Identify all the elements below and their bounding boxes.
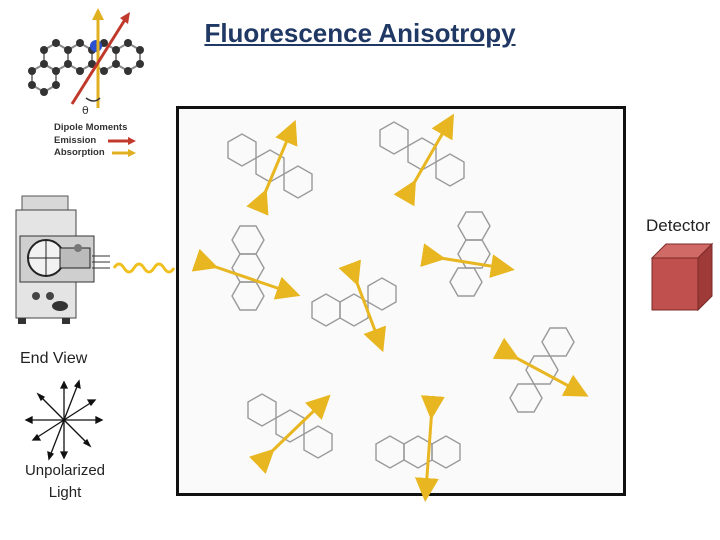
molecule-8 [376,436,460,468]
molecule-4 [312,278,396,326]
detector-label: Detector [646,216,710,236]
dipole-arrow-4 [434,257,503,268]
molecule-1 [228,134,312,198]
dipole-arrow-1 [262,131,291,200]
dipole-arrow-8 [426,408,432,490]
molecule-3 [232,226,264,310]
molecule-5 [450,212,490,296]
dipole-arrow-2 [410,124,448,190]
dipole-arrow-7 [266,403,322,457]
dipole-arrow-5 [354,275,379,341]
dipole-arrow-6 [509,354,578,391]
unpolarized-light-label: Unpolarized Light [10,460,120,504]
end-view-label: End View [20,350,87,368]
dipole-arrow-3 [207,264,289,292]
molecule-2 [380,122,464,186]
